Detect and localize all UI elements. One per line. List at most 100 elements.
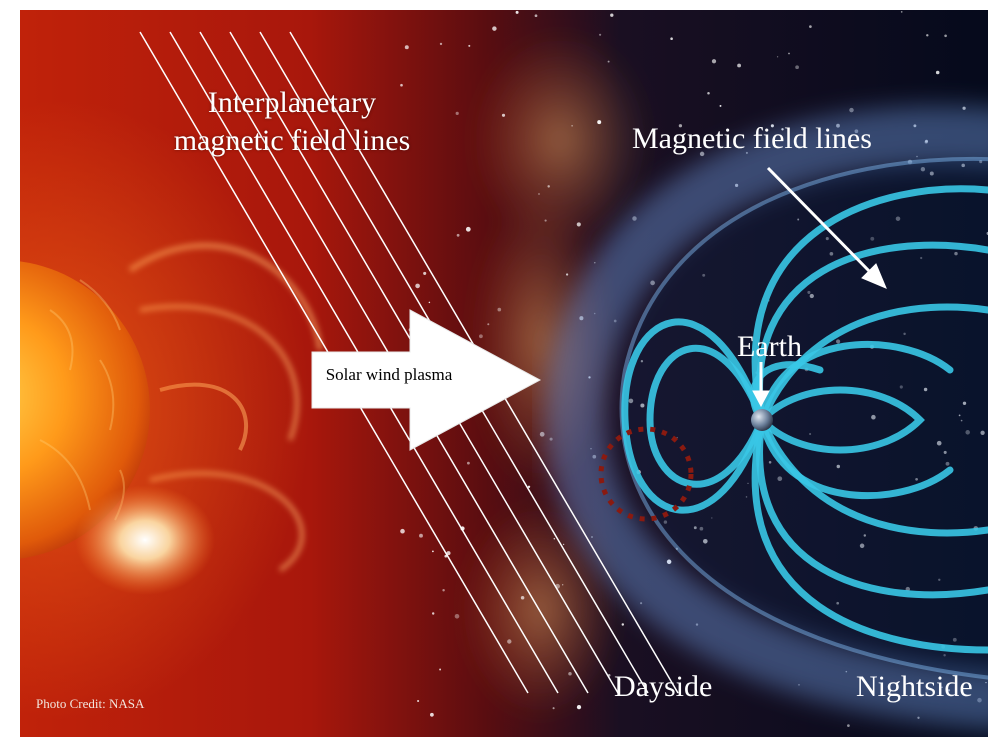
star	[650, 280, 655, 286]
star	[871, 414, 876, 420]
star	[430, 712, 434, 717]
star	[562, 543, 565, 546]
star	[400, 528, 405, 534]
star	[568, 672, 572, 676]
star	[515, 10, 519, 14]
star	[520, 595, 525, 600]
star	[702, 538, 708, 544]
star	[903, 332, 906, 336]
earth-label: Earth	[737, 330, 802, 363]
reconnection-circle	[598, 426, 694, 522]
star	[599, 33, 602, 36]
star	[442, 589, 445, 592]
star	[467, 461, 470, 465]
star	[943, 450, 947, 454]
star	[980, 430, 985, 435]
star	[944, 34, 947, 38]
star	[597, 120, 602, 125]
field-lines-pointer-arrow	[766, 166, 887, 289]
bow-shock	[545, 106, 988, 729]
star	[547, 185, 550, 188]
illustration-frame: Interplanetary magnetic field lines Magn…	[20, 10, 988, 737]
star	[534, 14, 538, 18]
star	[576, 222, 581, 227]
star	[404, 45, 409, 50]
star	[719, 104, 722, 107]
star	[610, 13, 614, 17]
star	[707, 92, 710, 95]
star	[776, 56, 779, 58]
star	[962, 401, 967, 405]
star	[417, 699, 420, 703]
star	[454, 613, 460, 619]
star	[745, 496, 748, 498]
star	[809, 25, 812, 28]
star	[439, 668, 442, 671]
star	[663, 520, 668, 524]
star	[923, 387, 928, 392]
photo-credit: Photo Credit: NASA	[36, 696, 145, 711]
star	[607, 60, 610, 63]
star	[553, 538, 556, 540]
star	[628, 398, 634, 404]
star	[943, 653, 946, 657]
dayside-label: Dayside	[614, 670, 713, 703]
star	[702, 273, 706, 277]
star	[936, 440, 942, 446]
star	[439, 42, 443, 46]
solar-wind-arrow	[311, 309, 542, 451]
star	[859, 543, 865, 549]
star	[797, 218, 800, 221]
earth-globe	[751, 409, 773, 431]
star	[446, 551, 451, 556]
star	[538, 193, 540, 195]
star	[419, 533, 423, 538]
star	[747, 482, 749, 485]
interplanetary-label-line-1: Interplanetary	[207, 86, 377, 119]
star	[431, 550, 434, 553]
star	[926, 34, 929, 37]
star	[920, 167, 926, 172]
star	[829, 251, 834, 256]
star	[768, 461, 772, 464]
star	[468, 44, 471, 47]
star	[492, 26, 497, 31]
nightside-label: Nightside	[856, 670, 973, 703]
star	[711, 517, 713, 519]
solar-flare	[75, 485, 215, 595]
star	[527, 485, 531, 489]
star	[920, 256, 923, 260]
star	[565, 273, 569, 276]
star	[497, 307, 502, 312]
magnetopause	[619, 156, 988, 680]
star	[479, 334, 483, 339]
star	[640, 403, 645, 408]
star	[870, 236, 875, 241]
interplanetary-label-line-2: magnetic field lines	[173, 124, 411, 157]
star	[809, 293, 814, 299]
star	[423, 271, 427, 275]
star	[807, 290, 811, 294]
star	[788, 52, 790, 55]
star	[699, 526, 704, 531]
star	[900, 11, 903, 13]
star	[562, 584, 564, 586]
star	[431, 612, 435, 615]
star	[456, 233, 460, 237]
star	[960, 419, 963, 422]
star	[965, 430, 970, 435]
star	[954, 251, 958, 256]
star	[952, 637, 957, 642]
star	[958, 414, 961, 417]
star	[836, 464, 841, 469]
star	[836, 601, 840, 605]
star	[465, 226, 471, 232]
earth-pointer-arrow	[752, 362, 770, 408]
star	[795, 65, 799, 70]
star	[849, 107, 854, 113]
star	[552, 707, 555, 710]
star	[678, 124, 683, 128]
star	[929, 171, 934, 176]
star	[699, 151, 705, 157]
star	[693, 526, 697, 530]
